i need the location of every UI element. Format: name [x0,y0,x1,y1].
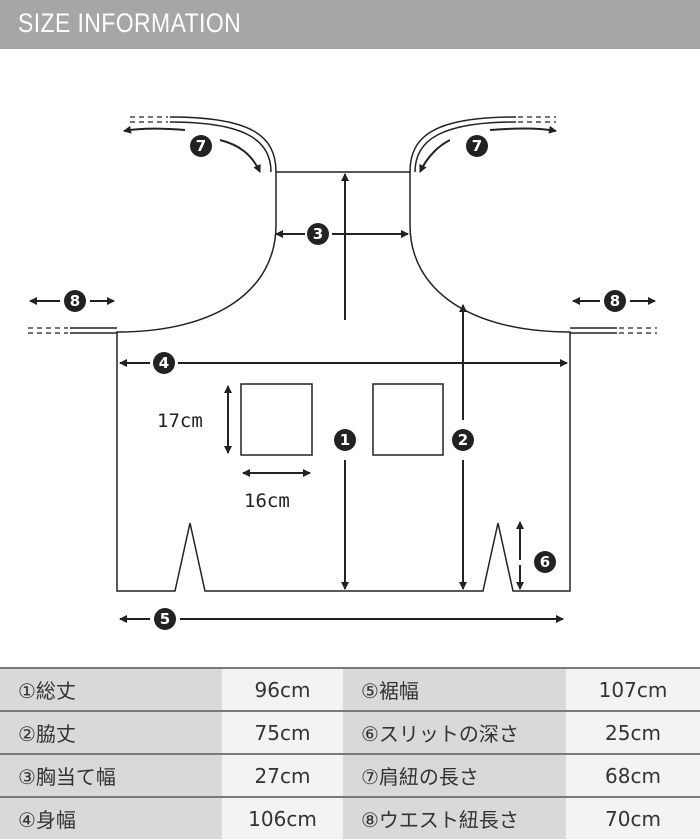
marker-7-left: 7 [190,135,212,157]
section-header: SIZE INFORMATION [0,0,700,49]
svg-text:4: 4 [159,354,169,372]
svg-text:5: 5 [160,610,170,628]
svg-text:8: 8 [70,292,80,310]
svg-text:7: 7 [196,137,206,155]
marker-8-left: 8 [64,290,86,312]
marker-2: 2 [452,429,474,451]
apron-diagram: 1 2 3 4 5 6 7 7 8 8 17cm 16cm [28,116,657,630]
marker-4: 4 [153,352,175,374]
pocket-height-label: 17cm [157,410,203,432]
pocket-width-label: 16cm [244,490,290,512]
marker-6: 6 [534,551,556,573]
apron-outline [116,171,571,592]
marker-8-right: 8 [604,290,626,312]
right-pocket [372,383,444,456]
svg-text:8: 8 [610,292,620,310]
marker-7-right: 7 [466,135,488,157]
marker-3: 3 [307,223,329,245]
svg-text:1: 1 [340,431,350,449]
marker-1: 1 [334,429,356,451]
left-pocket [240,383,313,456]
svg-text:2: 2 [458,431,468,449]
section-title: SIZE INFORMATION [18,8,242,38]
svg-text:7: 7 [472,137,482,155]
marker-5: 5 [154,608,176,630]
svg-text:6: 6 [540,553,550,571]
svg-text:3: 3 [313,225,323,243]
